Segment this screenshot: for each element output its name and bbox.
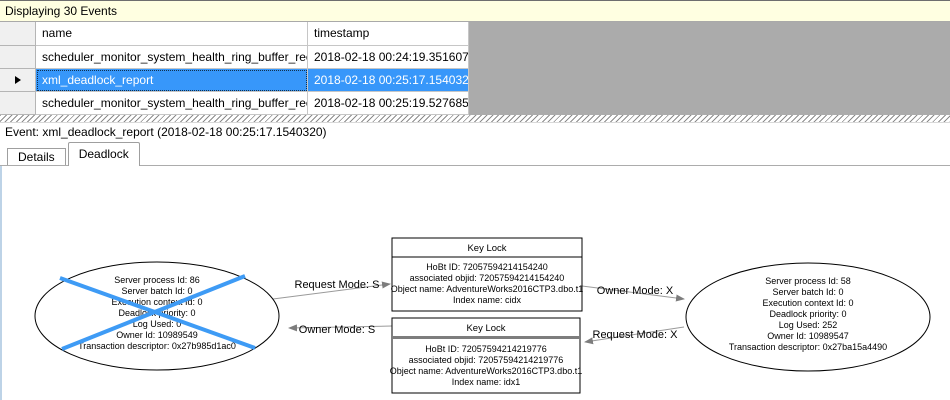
edge-lines — [272, 281, 685, 345]
lock-title: Key Lock — [467, 243, 506, 254]
lock-attr: associated objid: 72057594214219776 — [409, 355, 564, 365]
grid-filler — [469, 46, 950, 69]
event-timestamp-cell[interactable]: 2018-02-18 00:25:19.5276859 — [308, 92, 469, 115]
tab-deadlock[interactable]: Deadlock — [67, 142, 140, 167]
lock-attr: Object name: AdventureWorks2016CTP3.dbo.… — [390, 366, 582, 376]
resource-node-keylock-top: Key Lock HoBt ID: 72057594214154240 asso… — [391, 237, 583, 312]
event-name-cell[interactable]: xml_deadlock_report — [36, 69, 308, 92]
lock-attr: Index name: idx1 — [452, 377, 521, 387]
process-attr: Execution context Id: 0 — [111, 297, 202, 307]
tab-details[interactable]: Details — [7, 148, 66, 166]
column-header-timestamp[interactable]: timestamp — [308, 22, 469, 46]
column-header-name[interactable]: name — [36, 22, 308, 46]
deadlock-graph-canvas[interactable]: Server process Id: 86 Server batch Id: 0… — [2, 166, 950, 400]
events-grid[interactable]: name timestamp scheduler_monitor_system_… — [0, 22, 950, 115]
resource-node-keylock-bottom: Key Lock HoBt ID: 72057594214219776 asso… — [390, 317, 582, 394]
event-name-cell[interactable]: scheduler_monitor_system_health_ring_buf… — [36, 46, 308, 69]
process-attr: Server batch Id: 0 — [772, 287, 843, 297]
edge-label-request-mode-s: Request Mode: S — [295, 279, 380, 291]
horizontal-splitter[interactable] — [0, 115, 950, 123]
detail-tabstrip: Details Deadlock — [0, 141, 950, 167]
process-attr: Server process Id: 58 — [765, 276, 851, 286]
lock-attr: HoBt ID: 72057594214154240 — [426, 262, 548, 272]
event-timestamp-cell[interactable]: 2018-02-18 00:25:17.1540320 — [308, 69, 469, 92]
event-row-3[interactable]: scheduler_monitor_system_health_ring_buf… — [0, 92, 950, 115]
victim-cross-icon — [59, 274, 256, 351]
lock-attr: HoBt ID: 72057594214219776 — [425, 344, 547, 354]
grid-header-row: name timestamp — [0, 22, 950, 46]
process-attr: Owner Id: 10989547 — [767, 331, 849, 341]
row-header-cell — [0, 46, 36, 69]
process-node: Server process Id: 58 Server batch Id: 0… — [685, 262, 931, 372]
deadlock-graph-panel[interactable]: Server process Id: 86 Server batch Id: 0… — [0, 166, 950, 400]
lock-attr: associated objid: 72057594214154240 — [410, 273, 565, 283]
row-header-cell — [0, 69, 36, 92]
process-attr: Execution context Id: 0 — [762, 298, 853, 308]
grid-corner-cell — [0, 22, 36, 46]
edge-label-request-mode-x: Request Mode: X — [593, 329, 679, 341]
lock-attr: Object name: AdventureWorks2016CTP3.dbo.… — [391, 284, 583, 294]
event-timestamp-cell[interactable]: 2018-02-18 00:24:19.3516078 — [308, 46, 469, 69]
process-attr: Transaction descriptor: 0x27ba15a4490 — [729, 342, 887, 352]
event-row-1[interactable]: scheduler_monitor_system_health_ring_buf… — [0, 46, 950, 69]
process-attr: Owner Id: 10989549 — [116, 330, 198, 340]
process-attr: Transaction descriptor: 0x27b985d1ac0 — [78, 341, 236, 351]
lock-attr: Index name: cidx — [453, 295, 522, 305]
grid-filler — [469, 92, 950, 115]
current-row-marker-icon — [14, 76, 21, 84]
process-attr: Log Used: 252 — [779, 320, 838, 330]
process-attr: Log Used: 0 — [133, 319, 182, 329]
process-attr: Server process Id: 86 — [114, 275, 200, 285]
edge-label-owner-mode-x: Owner Mode: X — [597, 285, 674, 297]
edge-label-owner-mode-s: Owner Mode: S — [299, 324, 375, 336]
process-node-victim: Server process Id: 86 Server batch Id: 0… — [34, 261, 280, 371]
event-name-cell[interactable]: scheduler_monitor_system_health_ring_buf… — [36, 92, 308, 115]
grid-filler — [469, 22, 950, 46]
selected-event-label: Event: xml_deadlock_report (2018-02-18 0… — [0, 123, 950, 141]
event-row-2-selected[interactable]: xml_deadlock_report 2018-02-18 00:25:17.… — [0, 69, 950, 92]
row-header-cell — [0, 92, 36, 115]
process-attr: Server batch Id: 0 — [121, 286, 192, 296]
lock-title: Key Lock — [466, 323, 505, 334]
process-attr: Deadlock priority: 0 — [769, 309, 846, 319]
grid-filler — [469, 69, 950, 92]
events-count-bar: Displaying 30 Events — [0, 0, 950, 22]
